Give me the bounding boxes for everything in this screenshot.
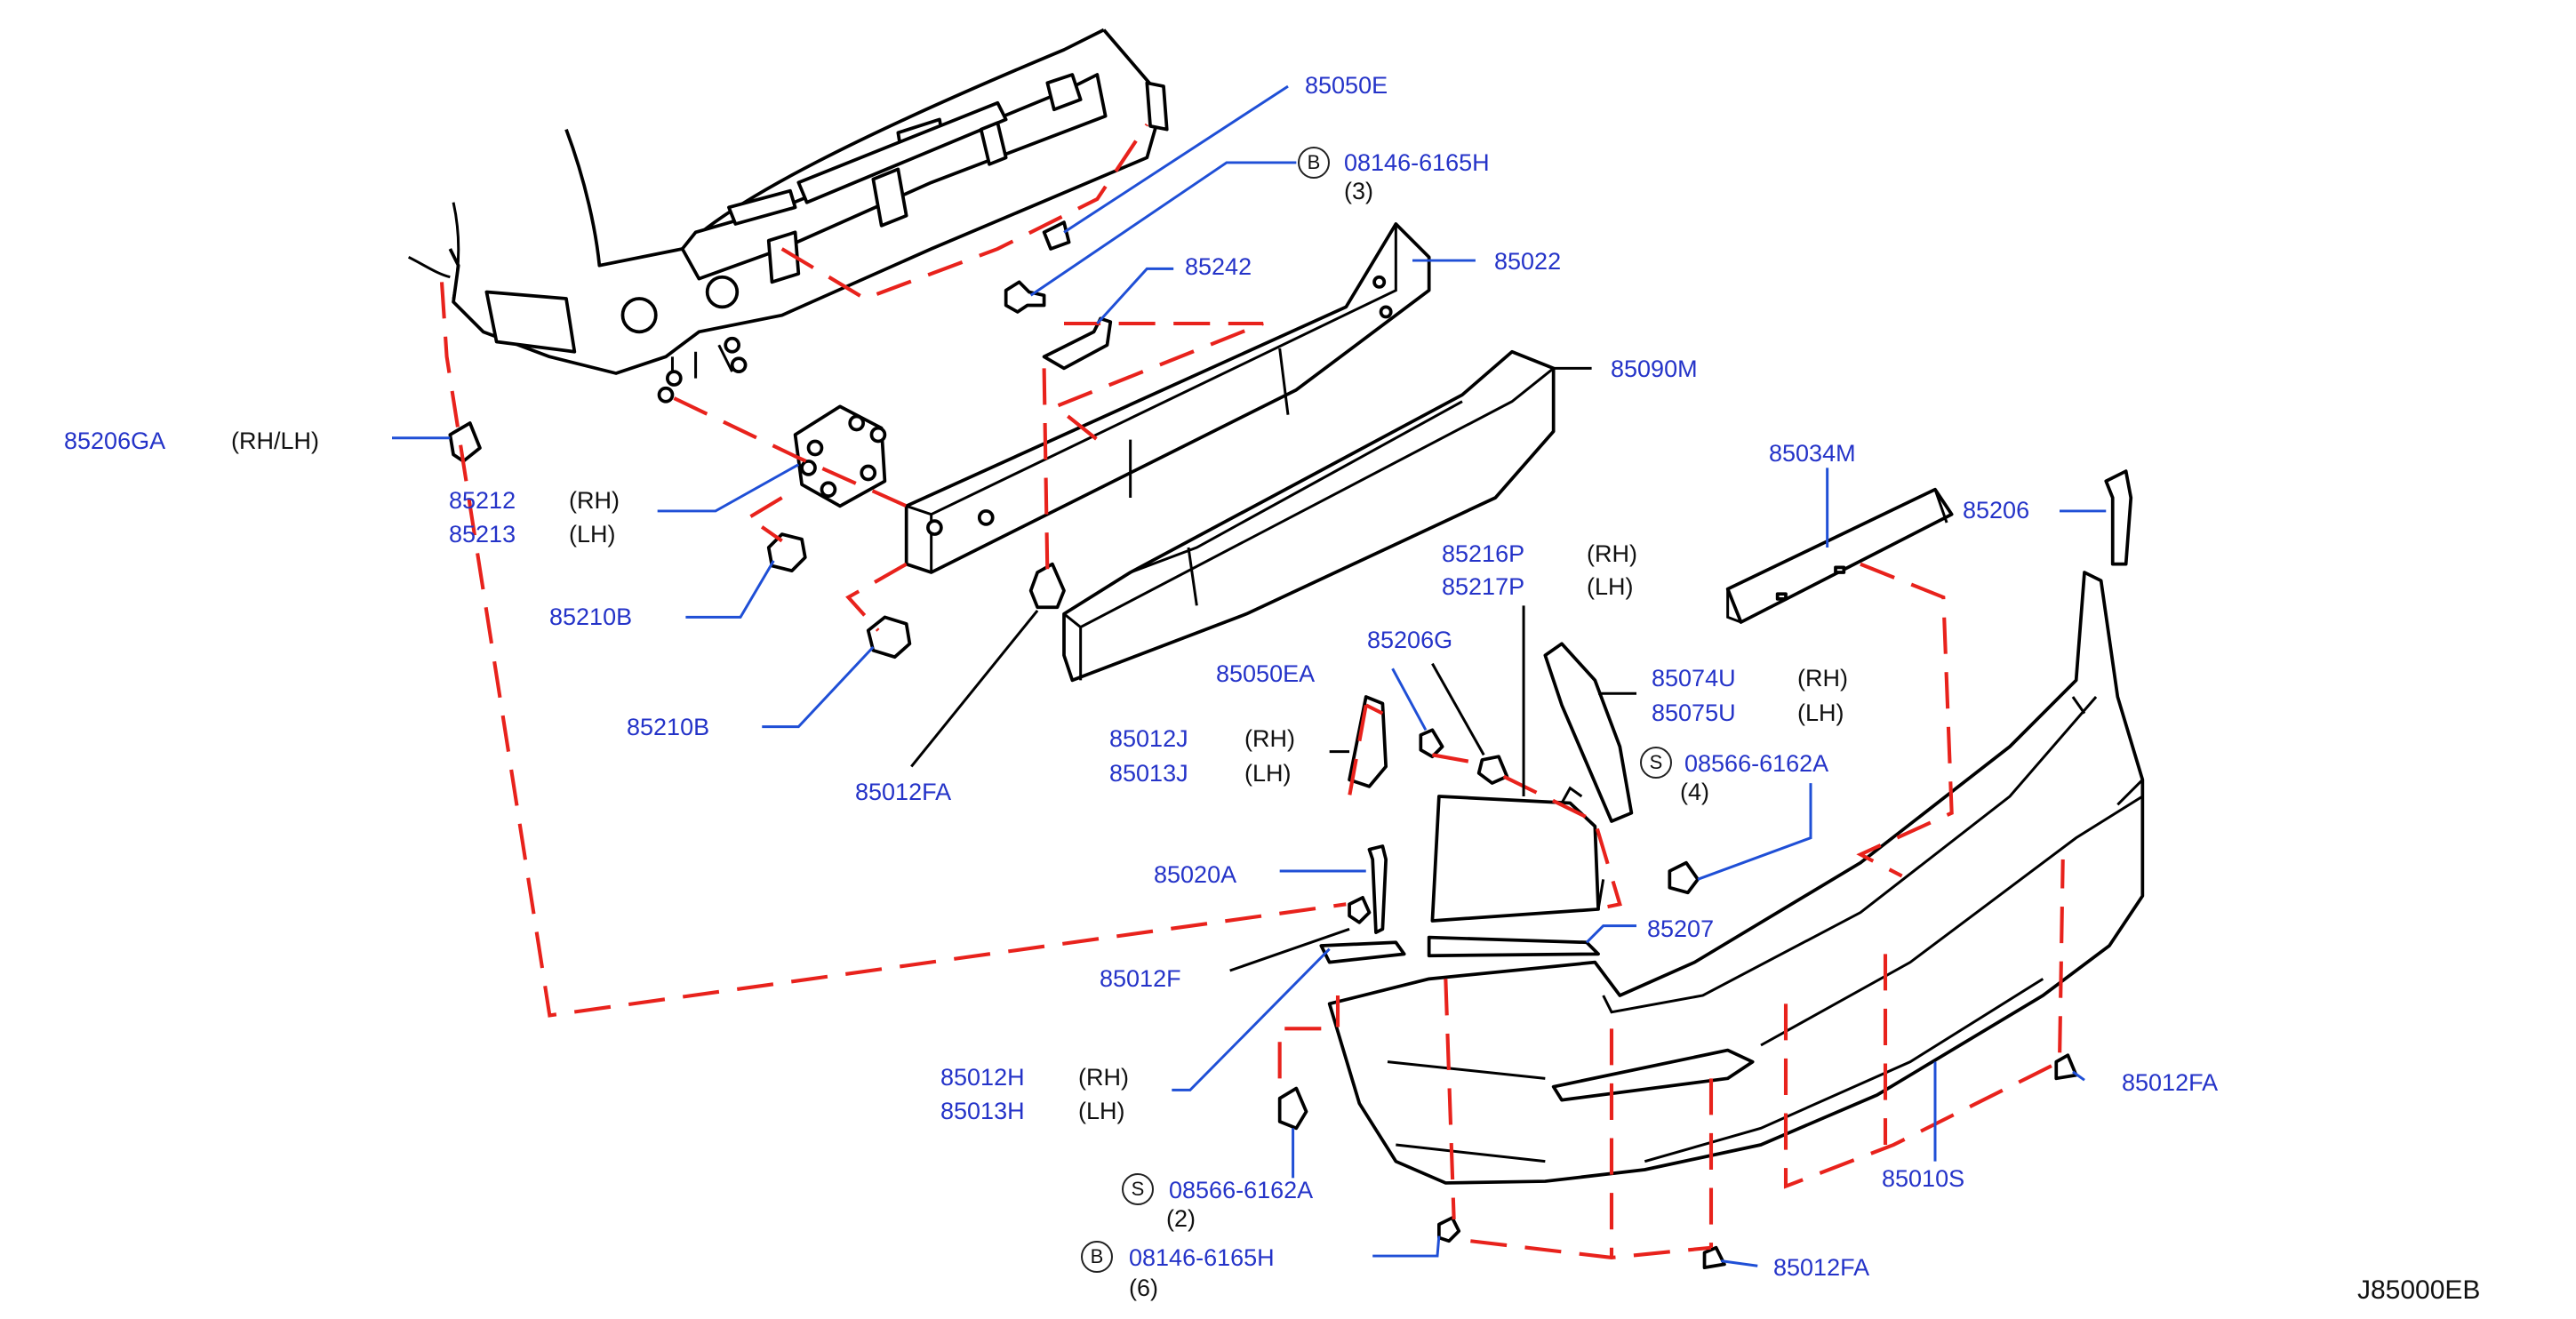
label-85242: 85242 <box>1185 253 1252 280</box>
label-85210B-2: 85210B <box>627 714 710 740</box>
label-85207: 85207 <box>1647 915 1715 942</box>
screw-85020A <box>1367 844 1388 934</box>
label-85010S: 85010S <box>1882 1165 1965 1192</box>
label-08566-bottom: 08566-6162A <box>1169 1177 1314 1203</box>
clip-85012FA-2 <box>2054 1053 2078 1081</box>
clip-85012FA-3 <box>1702 1245 1726 1269</box>
bracket-85012F <box>1319 940 1406 964</box>
label-85074U: 85074U <box>1652 665 1736 691</box>
badge-b-bottom: B <box>1081 1241 1113 1273</box>
label-85020A: 85020A <box>1154 861 1237 888</box>
screw-08566-bottom <box>1277 1086 1308 1131</box>
side-85012J: (RH) <box>1244 725 1295 752</box>
side-85216P: (RH) <box>1587 540 1637 567</box>
badge-s-bottom: S <box>1122 1173 1154 1205</box>
qty-08146-top: (3) <box>1344 178 1373 204</box>
bolt-08146-top <box>1004 280 1046 314</box>
label-85050EA: 85050EA <box>1216 660 1316 687</box>
label-85050E: 85050E <box>1305 72 1388 99</box>
screw-85020A-head <box>1348 896 1372 924</box>
screw-08566-top <box>1668 860 1700 895</box>
label-85034M: 85034M <box>1769 440 1856 467</box>
label-85075U: 85075U <box>1652 699 1736 726</box>
label-85013H: 85013H <box>940 1098 1025 1124</box>
label-85210B-1: 85210B <box>549 604 633 630</box>
clip-85206GA <box>448 421 482 463</box>
label-85216P: 85216P <box>1442 540 1525 567</box>
badge-s-top: S <box>1640 747 1672 779</box>
side-85074U: (RH) <box>1797 665 1848 691</box>
label-85022: 85022 <box>1494 248 1562 275</box>
side-85217P: (LH) <box>1587 573 1634 600</box>
leader-lines <box>392 84 2107 1267</box>
bracket-85034M <box>1725 487 1954 624</box>
badge-b-top: B <box>1298 147 1330 179</box>
side-85206GA: (RH/LH) <box>231 428 319 454</box>
bracket-85206 <box>2104 469 2133 566</box>
label-85012FA-2: 85012FA <box>2122 1069 2219 1096</box>
lamp-85216P <box>1430 786 1605 923</box>
side-85013J: (LH) <box>1244 760 1292 787</box>
side-85075U: (LH) <box>1797 699 1844 726</box>
qty-08146-bottom: (6) <box>1129 1275 1158 1301</box>
label-85212: 85212 <box>449 487 516 514</box>
qty-08566-top: (4) <box>1680 779 1709 805</box>
clip-85206G-1 <box>1419 728 1444 759</box>
label-08146-top: 08146-6165H <box>1344 149 1490 176</box>
label-85012F: 85012F <box>1100 965 1181 992</box>
clip-85206G-2 <box>1476 755 1509 785</box>
label-08566-top: 08566-6162A <box>1684 750 1829 777</box>
side-85013H: (LH) <box>1078 1098 1125 1124</box>
bolt-08146-bottom <box>1437 1216 1461 1243</box>
absorber-85090M <box>1062 349 1556 683</box>
label-85217P: 85217P <box>1442 573 1525 600</box>
diagram-code: J85000EB <box>2357 1275 2481 1305</box>
reinforcement-85022 <box>904 222 1431 574</box>
seal-85207 <box>1427 935 1600 958</box>
nut-85210B-2 <box>866 615 912 660</box>
bracket-85074U <box>1543 642 1634 823</box>
clip-85050E <box>1042 220 1071 251</box>
clip-85012FA-1 <box>1028 562 1066 610</box>
label-85012J: 85012J <box>1109 725 1188 752</box>
label-85206: 85206 <box>1963 497 2030 524</box>
side-85012H: (RH) <box>1078 1064 1129 1091</box>
label-85090M: 85090M <box>1611 356 1698 382</box>
label-85012H: 85012H <box>940 1064 1025 1091</box>
label-85013J: 85013J <box>1109 760 1188 787</box>
side-85213: (LH) <box>569 521 616 548</box>
bumper-fascia-85010S <box>1327 571 2145 1185</box>
nut-85210B-1 <box>766 532 807 572</box>
assembly-guide-lines <box>439 123 2065 1259</box>
label-85213: 85213 <box>449 521 516 548</box>
qty-08566-bottom: (2) <box>1166 1205 1196 1232</box>
bracket-85212 <box>793 404 887 508</box>
label-85012FA-3: 85012FA <box>1773 1254 1870 1281</box>
label-08146-bottom: 08146-6165H <box>1129 1244 1275 1271</box>
bracket-85242 <box>1042 316 1113 371</box>
label-85206GA: 85206GA <box>64 428 166 454</box>
label-85012FA-1: 85012FA <box>855 779 952 805</box>
side-85212: (RH) <box>569 487 620 514</box>
vehicle-body-rear <box>407 28 1169 404</box>
label-85206G: 85206G <box>1367 627 1453 653</box>
